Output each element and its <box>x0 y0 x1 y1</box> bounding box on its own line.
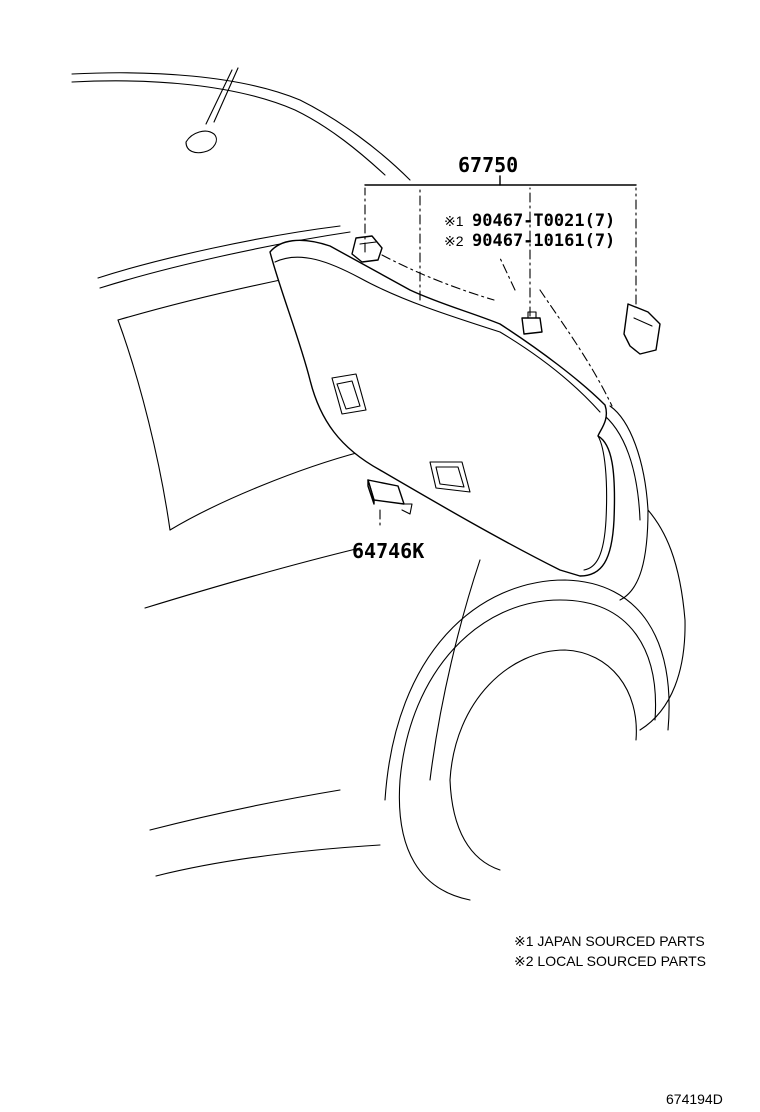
vehicle-body-outline <box>97 225 686 877</box>
cover-part <box>367 479 413 515</box>
part-number-90467-t0021: 90467-T0021(7) <box>472 211 615 231</box>
drawing-id: 674194D <box>666 1091 723 1107</box>
part-number-90467-10161: 90467-10161(7) <box>472 231 615 251</box>
clip-japan-mark: ※1 <box>444 213 464 229</box>
part-number-64746k: 64746K <box>352 539 424 563</box>
part-number-67750: 67750 <box>458 153 518 177</box>
left-clip <box>351 235 383 263</box>
legend-japan: ※1 JAPAN SOURCED PARTS <box>514 933 705 949</box>
leader-lines <box>364 175 637 186</box>
right-bracket <box>623 303 661 355</box>
legend-local: ※2 LOCAL SOURCED PARTS <box>514 953 706 969</box>
roof-outline <box>71 67 411 181</box>
wheel-arch <box>384 559 670 901</box>
push-clip <box>521 311 543 335</box>
side-trim-panel <box>269 239 616 577</box>
clip-local-mark: ※2 <box>444 233 464 249</box>
reference-lines <box>364 187 637 529</box>
